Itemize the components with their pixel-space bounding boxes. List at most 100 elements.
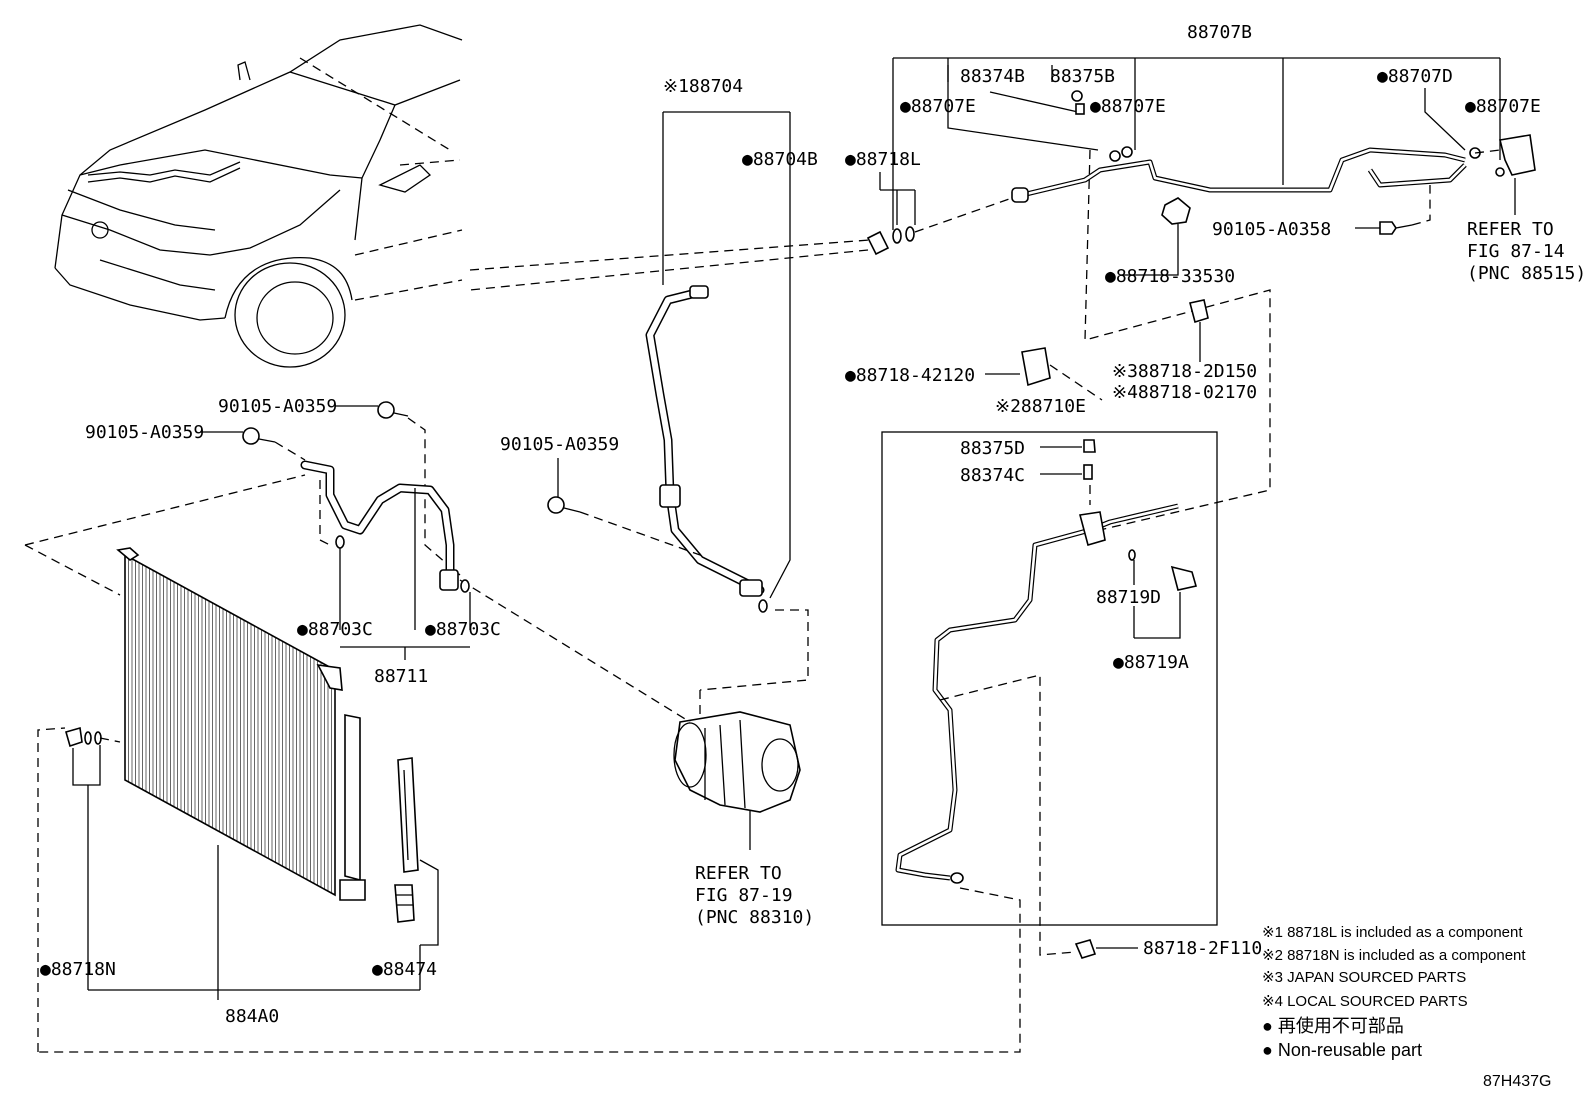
label-88704b: ●88704B	[742, 149, 818, 170]
part-88718l[interactable]: ●88718L	[469, 149, 1013, 291]
label-88718l: ●88718L	[845, 149, 921, 170]
condenser-bracket	[116, 547, 140, 561]
label-88719a: ●88719A	[1113, 652, 1189, 673]
note-non-reusable-jp: ● 再使用不可部品	[1262, 1016, 1404, 1036]
label-88374b: 88374B	[960, 66, 1025, 87]
label-88719d: 88719D	[1096, 587, 1161, 608]
clamp-icon	[1189, 299, 1209, 324]
o-ring	[1109, 150, 1121, 162]
part-90105-a0359-compressor[interactable]: 90105-A0359	[459, 434, 701, 723]
part-88718-42120[interactable]: ●88718-42120	[845, 347, 1103, 401]
o-ring	[1128, 549, 1136, 561]
label-88703c-left: ●88703C	[297, 619, 373, 640]
valve-core	[1075, 103, 1085, 115]
label-88474: ●88474	[372, 959, 437, 980]
o-ring	[758, 599, 768, 613]
pipe-assembly-88707b[interactable]: 88707B 88374B 88375B ●88707D ●88707E ●88…	[892, 22, 1541, 230]
expansion-valve	[1499, 134, 1536, 176]
label-88718-42120: ●88718-42120	[845, 365, 975, 386]
label-88703c-right: ●88703C	[425, 619, 501, 640]
o-ring	[905, 226, 915, 242]
desiccant-bag	[397, 757, 419, 873]
o-ring	[84, 731, 92, 745]
condenser-fins	[128, 556, 332, 894]
clamp-icon	[1161, 197, 1191, 225]
label-88375d: 88375D	[960, 438, 1025, 459]
part-88710e-tube[interactable]: ※288710E 88375D 88374C 88719D ●88719A	[38, 396, 1218, 1053]
label-88718n: ●88718N	[40, 959, 116, 980]
service-cap	[1071, 90, 1083, 102]
refer-fig-87-14-line1: REFER TO	[1467, 219, 1554, 240]
pipe-clamp	[65, 726, 83, 748]
bolt-icon	[242, 427, 260, 445]
refer-fig-87-14-line3: (PNC 88515)	[1467, 263, 1586, 284]
tube-service-port	[1078, 511, 1106, 546]
o-ring	[1121, 146, 1133, 158]
label-88707e-right: ●88707E	[1465, 96, 1541, 117]
label-88718-2d150: ※388718-2D150	[1112, 361, 1257, 382]
o-ring	[335, 535, 345, 549]
part-90105-a0358[interactable]: 90105-A0358 REFER TO FIG 87-14 (PNC 8851…	[1212, 178, 1586, 284]
o-ring	[460, 579, 470, 593]
refer-fig-87-19-line3: (PNC 88310)	[695, 907, 814, 928]
note-2: ※2 88718N is included as a component	[1262, 947, 1526, 964]
vehicle-illustration	[54, 24, 463, 368]
o-ring	[1495, 167, 1505, 177]
receiver-plug	[394, 884, 415, 923]
condenser-bracket	[316, 663, 343, 691]
label-88374c: 88374C	[960, 465, 1025, 486]
refer-fig-87-19-line2: FIG 87-19	[695, 885, 793, 906]
figure-code: 87H437G	[1483, 1073, 1552, 1090]
o-ring	[892, 228, 902, 244]
label-88718-02170: ※488718-02170	[1112, 382, 1257, 403]
valve-core	[1083, 464, 1093, 480]
label-88375b: 88375B	[1050, 66, 1115, 87]
label-88707b: 88707B	[1187, 22, 1252, 43]
notes-legend: ※1 88718L is included as a component ※2 …	[1262, 924, 1552, 1090]
part-88711-hose[interactable]: 90105-A0359 90105-A0359 ●88703C ●88703C …	[24, 396, 501, 687]
part-88474[interactable]: ●88474 884A0	[88, 757, 439, 1027]
label-88710e: ※288710E	[995, 396, 1086, 417]
note-3: ※3 JAPAN SOURCED PARTS	[1262, 969, 1466, 986]
compressor-body	[674, 711, 801, 813]
refer-fig-87-14-line2: FIG 87-14	[1467, 241, 1565, 262]
pipe-end-fitting	[1011, 187, 1029, 203]
part-88718-2f110[interactable]: 88718-2F110	[1074, 938, 1262, 959]
pressure-switch	[1170, 565, 1198, 591]
bolt-icon	[1379, 221, 1397, 235]
label-88718-33530: ●88718-33530	[1105, 266, 1235, 287]
hose-crimp	[659, 484, 681, 508]
hose-fitting	[739, 579, 763, 597]
label-88718-2f110: 88718-2F110	[1143, 938, 1262, 959]
label-88711: 88711	[374, 666, 428, 687]
bolt-icon	[547, 496, 565, 514]
label-884a0: 884A0	[225, 1006, 279, 1027]
tube-fitting	[950, 872, 964, 884]
label-90105-a0359-c: 90105-A0359	[500, 434, 619, 455]
part-88704-hose[interactable]: ※188704 ●88704B	[645, 76, 818, 722]
label-90105-a0359-a: 90105-A0359	[218, 396, 337, 417]
hose-fitting	[439, 569, 459, 591]
pipe-clamp	[866, 230, 890, 256]
part-88718n[interactable]: ●88718N	[37, 726, 121, 1052]
bolt-icon	[377, 401, 395, 419]
part-88718-2d150[interactable]: ※388718-2D150 ※488718-02170	[1112, 299, 1257, 403]
compressor[interactable]: REFER TO FIG 87-19 (PNC 88310)	[673, 711, 814, 928]
receiver-tank	[344, 714, 361, 882]
condenser-bracket	[339, 879, 366, 901]
refer-fig-87-19-line1: REFER TO	[695, 863, 782, 884]
label-90105-a0359-b: 90105-A0359	[85, 422, 204, 443]
tube-assembly-box	[881, 431, 1218, 926]
label-88707e-mid: ●88707E	[1090, 96, 1166, 117]
note-4: ※4 LOCAL SOURCED PARTS	[1262, 993, 1468, 1010]
clamp-icon	[1021, 347, 1051, 387]
note-non-reusable-en: ● Non-reusable part	[1262, 1040, 1422, 1060]
hose-fitting	[689, 285, 709, 299]
label-90105-a0358: 90105-A0358	[1212, 219, 1331, 240]
part-88718-33530[interactable]: ●88718-33530	[1084, 149, 1271, 531]
note-1: ※1 88718L is included as a component	[1262, 924, 1523, 941]
service-cap	[1083, 439, 1096, 453]
condenser-884a0[interactable]	[24, 544, 366, 990]
label-88707d: ●88707D	[1377, 66, 1453, 87]
